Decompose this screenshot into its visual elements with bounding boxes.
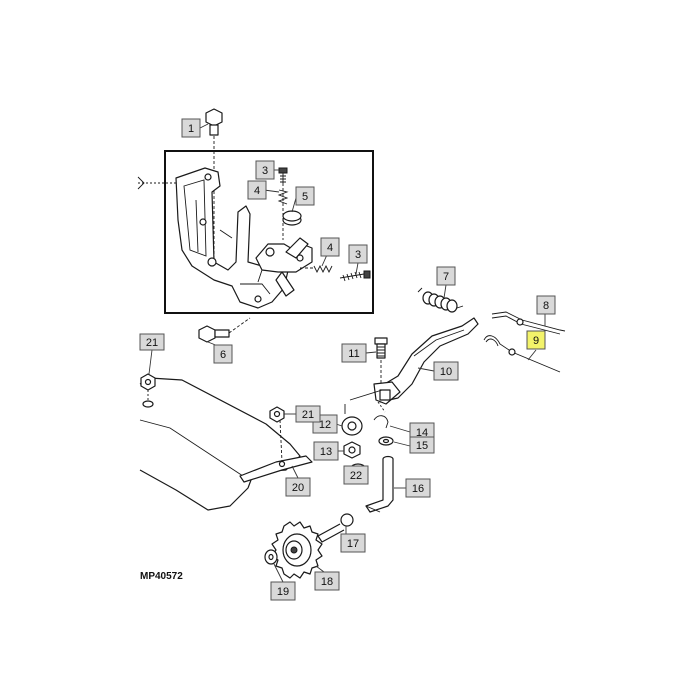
- part-bolt-11: [374, 337, 388, 384]
- svg-text:22: 22: [350, 470, 362, 482]
- svg-text:5: 5: [302, 191, 308, 203]
- callout-10[interactable]: 10: [433, 361, 459, 381]
- svg-text:3: 3: [262, 165, 268, 177]
- part-bolt-17: [317, 513, 354, 543]
- part-washer-19: [264, 549, 278, 565]
- inset-frame: [164, 150, 374, 314]
- svg-text:4: 4: [254, 185, 260, 197]
- svg-text:9: 9: [533, 335, 539, 347]
- callout-6[interactable]: 6: [213, 344, 233, 364]
- svg-text:20: 20: [292, 482, 304, 494]
- callout-15[interactable]: 15: [409, 436, 435, 454]
- callout-20[interactable]: 20: [285, 477, 311, 497]
- part-spacer-5: [282, 210, 302, 226]
- part-cable-9: [483, 335, 561, 373]
- callout-4-lower[interactable]: 4: [320, 237, 340, 257]
- svg-text:21: 21: [146, 337, 158, 349]
- svg-text:18: 18: [321, 576, 333, 588]
- part-gear-18: [271, 521, 323, 579]
- part-nut-21-left: [140, 373, 156, 408]
- callout-16[interactable]: 16: [405, 478, 431, 498]
- part-pedal-arm-10: [373, 317, 479, 413]
- svg-text:19: 19: [277, 586, 289, 598]
- diagram-reference-code: MP40572: [140, 571, 183, 582]
- svg-text:3: 3: [355, 249, 361, 261]
- part-bolt-6: [198, 317, 251, 343]
- part-spring-4-upper: [277, 189, 289, 205]
- part-control-lever: [255, 237, 313, 297]
- callout-9-highlighted[interactable]: 9: [526, 330, 546, 350]
- part-spring-4-lower: [300, 264, 333, 274]
- part-nut-21-mid: [269, 406, 285, 423]
- svg-text:7: 7: [443, 271, 449, 283]
- part-deck-plate: [139, 377, 301, 511]
- svg-text:14: 14: [416, 427, 428, 439]
- callout-11[interactable]: 11: [341, 343, 367, 363]
- callout-17[interactable]: 17: [340, 533, 366, 553]
- svg-text:11: 11: [348, 348, 359, 360]
- svg-text:4: 4: [327, 242, 333, 254]
- part-link-20: [239, 419, 313, 483]
- callout-5[interactable]: 5: [295, 186, 315, 206]
- svg-text:10: 10: [440, 366, 452, 378]
- svg-text:21: 21: [302, 409, 314, 421]
- callout-3-upper[interactable]: 3: [255, 160, 275, 180]
- svg-text:6: 6: [220, 349, 226, 361]
- callout-4-upper[interactable]: 4: [247, 180, 267, 200]
- part-rod-8: [491, 311, 566, 335]
- callout-19[interactable]: 19: [270, 581, 296, 601]
- callout-8[interactable]: 8: [536, 295, 556, 315]
- part-clip-14: [373, 415, 389, 429]
- callout-21-left[interactable]: 21: [139, 333, 165, 351]
- part-screw-3-lower: [339, 270, 371, 282]
- svg-text:17: 17: [347, 538, 359, 550]
- callout-18[interactable]: 18: [314, 571, 340, 591]
- svg-text:1: 1: [188, 123, 194, 135]
- part-nut-13: [343, 441, 361, 459]
- callout-21-mid[interactable]: 21: [295, 405, 321, 423]
- svg-text:12: 12: [319, 419, 331, 431]
- svg-text:15: 15: [416, 440, 428, 452]
- callout-13[interactable]: 13: [313, 441, 339, 461]
- callout-3-lower[interactable]: 3: [348, 244, 368, 264]
- callout-1[interactable]: 1: [181, 118, 201, 138]
- part-pedal-bracket: [137, 167, 291, 309]
- svg-text:13: 13: [320, 446, 332, 458]
- part-washer-15: [378, 436, 394, 446]
- part-shaft-16: [365, 455, 394, 513]
- svg-text:16: 16: [412, 483, 424, 495]
- callout-7[interactable]: 7: [436, 266, 456, 286]
- svg-text:8: 8: [543, 300, 549, 312]
- part-spring-7: [417, 287, 464, 313]
- callout-22[interactable]: 22: [343, 465, 369, 485]
